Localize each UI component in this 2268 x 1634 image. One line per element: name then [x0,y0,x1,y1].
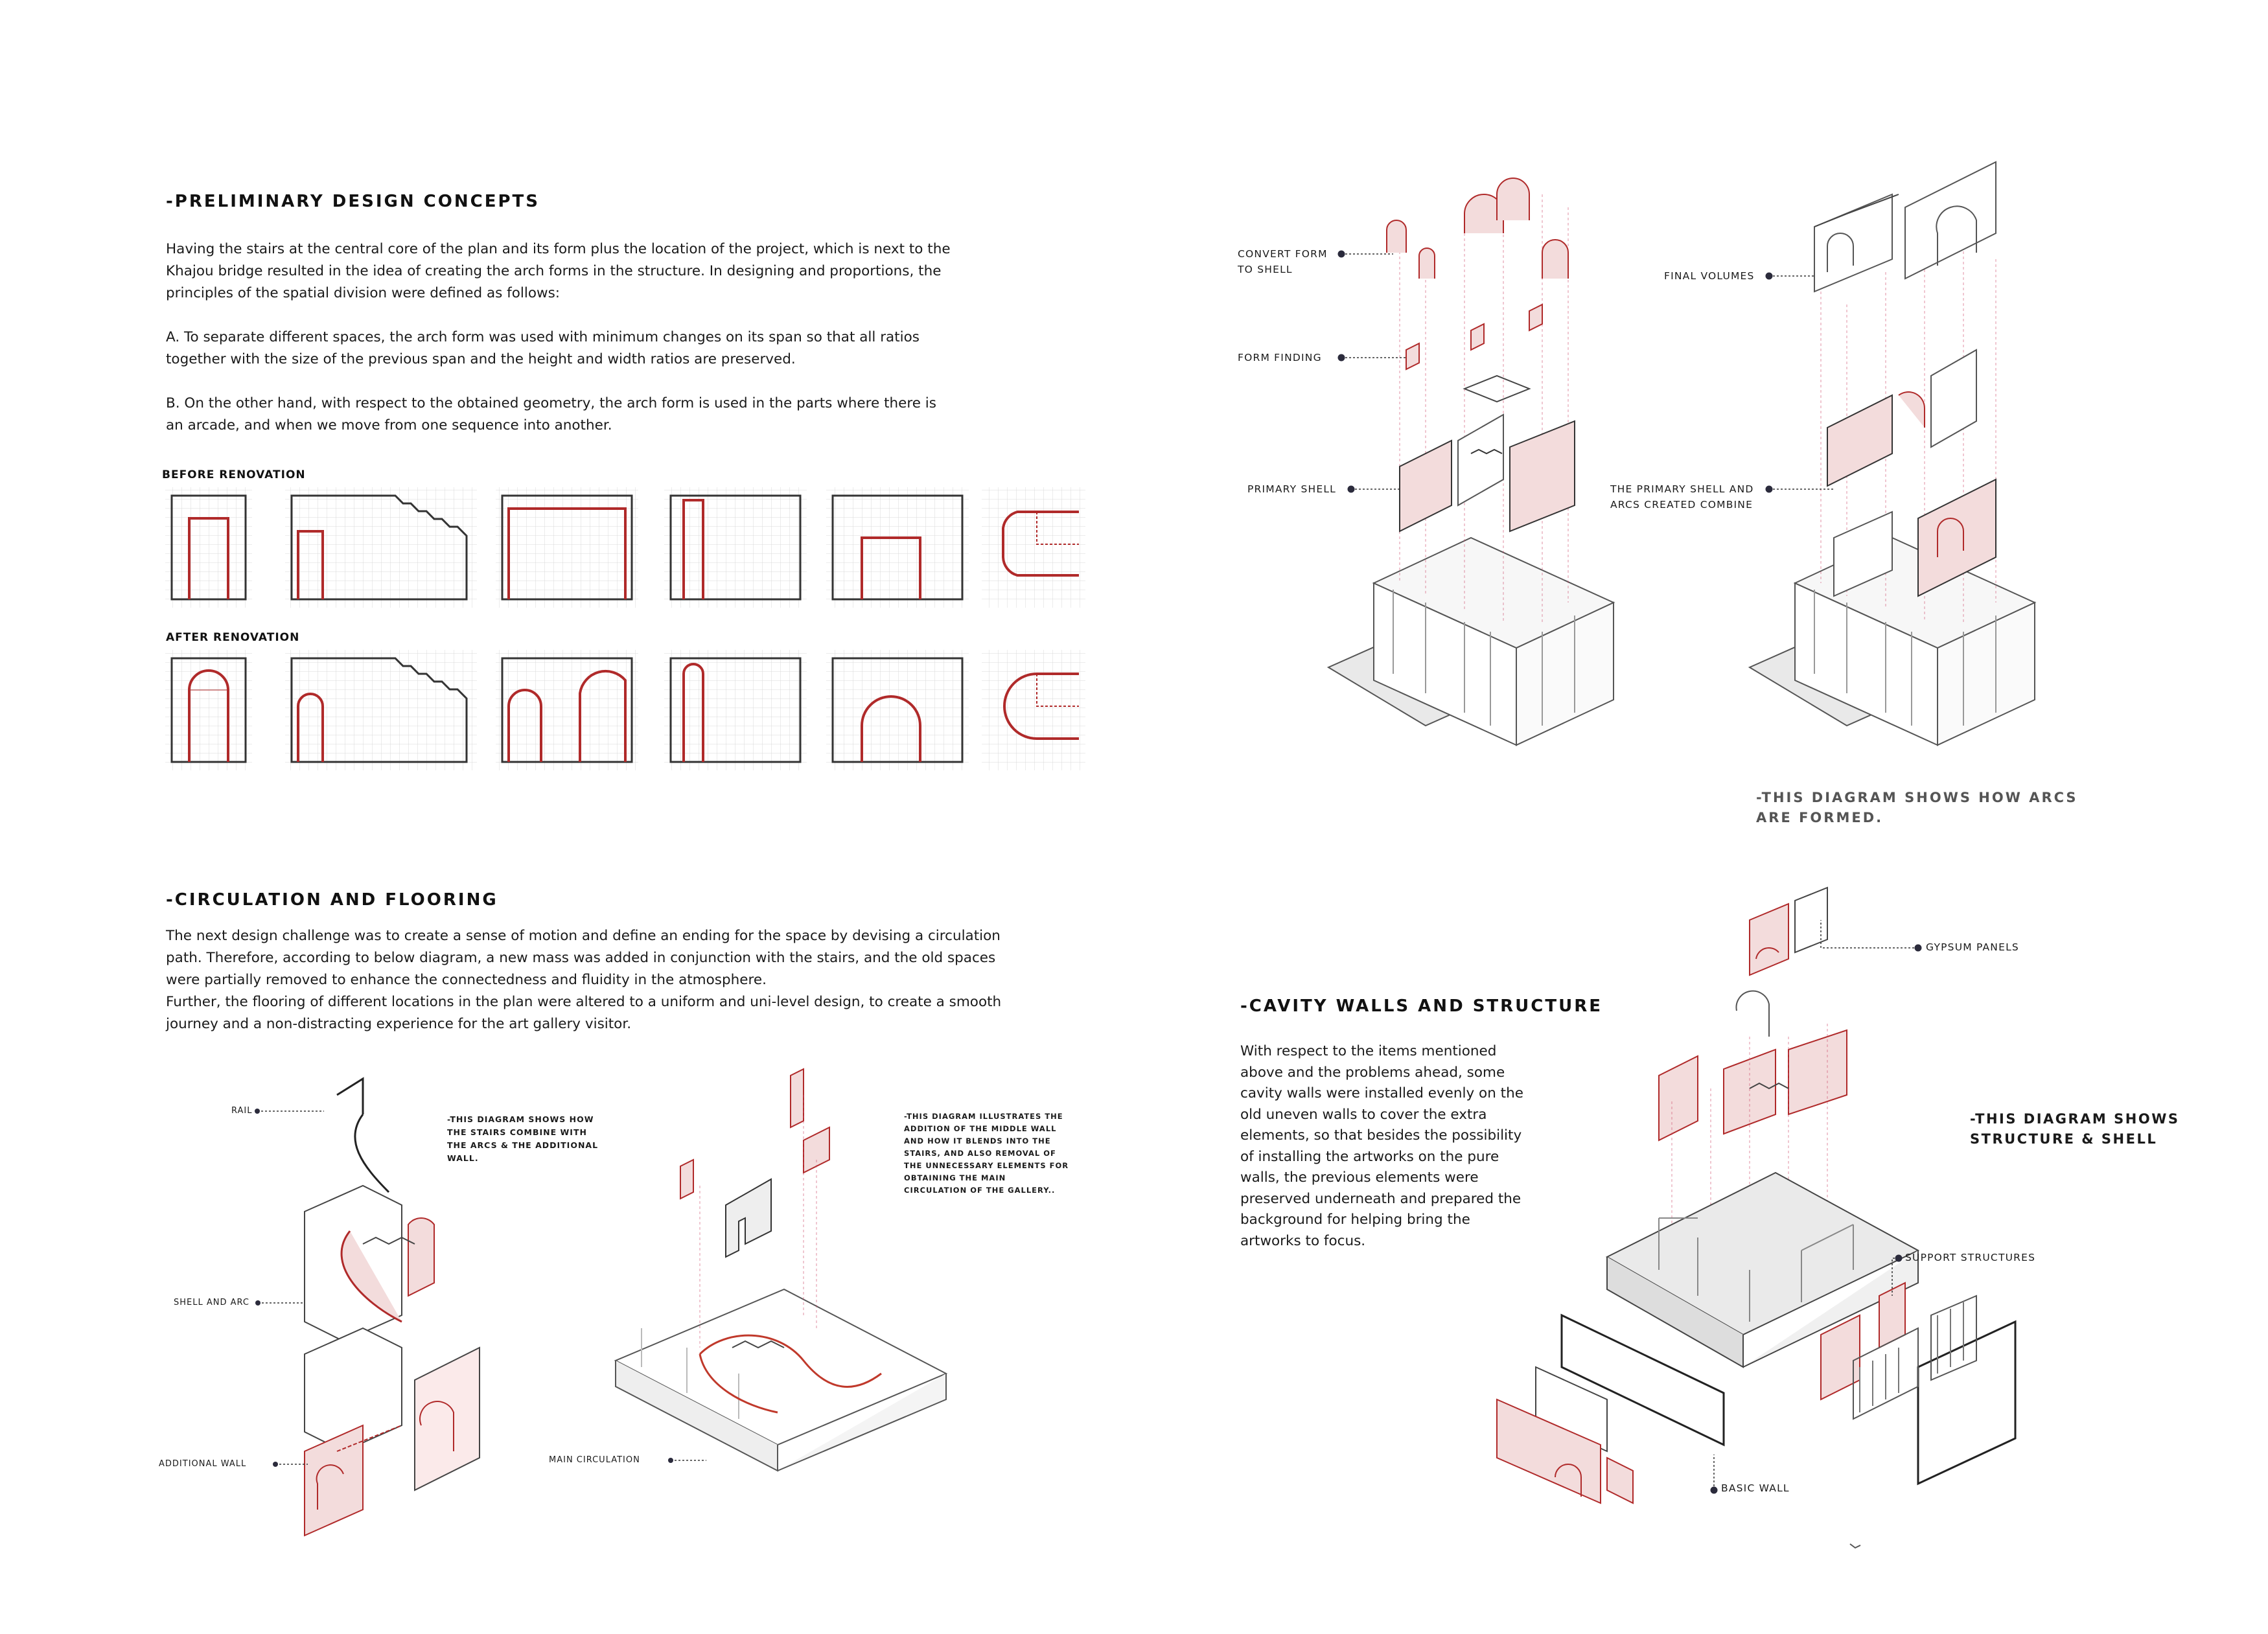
gypsum-panels-label: GYPSUM PANELS [1926,941,2019,953]
form-finding-label: FORM FINDING [1238,352,1322,363]
cavity-walls-text: With respect to the items mentioned abov… [1240,1041,1523,1252]
paragraph-line: journey and a non-distracting experience… [166,1016,632,1032]
before-renovation-label: BEFORE RENOVATION [162,468,306,481]
paragraph-line: artworks to focus. [1240,1232,1366,1249]
paragraph-line: Further, the flooring of different locat… [166,994,1002,1010]
additional-wall-label: ADDITIONAL WALL [159,1459,247,1469]
circulation-text: The next design challenge was to create … [166,925,1001,1035]
paragraph-line: A. To separate different spaces, the arc… [166,329,920,345]
paragraph-line: Khajou bridge resulted in the idea of cr… [166,263,942,279]
leader-lines [257,253,1918,1490]
rail-label: RAIL [231,1106,253,1116]
basic-wall-label: BASIC WALL [1721,1482,1790,1494]
label-line: TO SHELL [1238,264,1293,275]
paragraph-line: walls, the previous elements were [1240,1169,1479,1186]
preliminary-design-text: Having the stairs at the central core of… [166,238,951,437]
note-line: STAIRS, AND ALSO REMOVAL OF [904,1149,1056,1158]
paragraph-line: background for helping bring the [1240,1212,1470,1228]
main-circulation-label: MAIN CIRCULATION [549,1455,640,1465]
structure-shell-axo [1496,886,2017,1549]
paragraph-line: principles of the spatial division were … [166,285,561,301]
convert-form-label: CONVERT FORM TO SHELL [1238,246,1328,277]
label-line: THE PRIMARY SHELL AND [1610,483,1754,495]
note-line: ADDITION OF THE MIDDLE WALL [904,1124,1057,1133]
support-structures-label: SUPPORT STRUCTURES [1905,1252,2036,1263]
label-line: ARCS CREATED COMBINE [1610,499,1753,511]
caption-line: STRUCTURE & SHELL [1970,1131,2158,1147]
shell-and-arc-label: SHELL AND ARC [174,1298,249,1307]
stairs-diagram-note: -THIS DIAGRAM SHOWS HOW THE STAIRS COMBI… [447,1113,598,1165]
paragraph-line: above and the problems ahead, some [1240,1064,1505,1081]
middle-wall-diagram-note: -THIS DIAGRAM ILLUSTRATES THE ADDITION O… [904,1110,1069,1197]
combine-label: THE PRIMARY SHELL AND ARCS CREATED COMBI… [1610,481,1754,512]
caption-line: -THIS DIAGRAM SHOWS [1970,1111,2180,1127]
structure-diagram-caption: -THIS DIAGRAM SHOWS STRUCTURE & SHELL [1970,1109,2179,1149]
paragraph-line: The next design challenge was to create … [166,928,1001,944]
before-renovation-grids [165,487,1085,608]
arcs-diagram-caption: -THIS DIAGRAM SHOWS HOW ARCS ARE FORMED. [1756,788,2078,828]
caption-line: ARE FORMED. [1756,810,1884,825]
leader-dots [255,250,1922,1494]
note-line: THE STAIRS COMBINE WITH [447,1127,587,1137]
paragraph-line: Having the stairs at the central core of… [166,241,951,257]
note-line: WALL. [447,1153,479,1163]
paragraph-line: were partially removed to enhance the co… [166,972,767,988]
paragraph-line: elements, so that besides the possibilit… [1240,1127,1522,1144]
circulation-heading: -CIRCULATION AND FLOORING [166,890,498,910]
primary-shell-label: PRIMARY SHELL [1247,483,1336,495]
paragraph-line: of installing the artworks on the pure [1240,1148,1499,1165]
after-renovation-grids [165,650,1085,770]
preliminary-design-heading: -PRELIMINARY DESIGN CONCEPTS [166,192,540,211]
label-line: CONVERT FORM [1238,248,1328,260]
paragraph-line: old uneven walls to cover the extra [1240,1106,1487,1123]
note-line: AND HOW IT BLENDS INTO THE [904,1136,1051,1145]
paragraph-line: an arcade, and when we move from one seq… [166,417,612,433]
cavity-walls-heading: -CAVITY WALLS AND STRUCTURE [1240,996,1603,1016]
arc-formation-axo-left [1326,178,1615,746]
paragraph-line: B. On the other hand, with respect to th… [166,395,936,411]
paragraph-line: preserved underneath and prepared the [1240,1190,1522,1207]
note-line: THE ARCS & THE ADDITIONAL [447,1140,599,1150]
arc-formation-axo-right [1748,161,2037,746]
paragraph-line: With respect to the items mentioned [1240,1043,1497,1059]
paragraph-line: cavity walls were installed evenly on th… [1240,1085,1523,1101]
after-renovation-label: AFTER RENOVATION [166,631,300,644]
paragraph-line: together with the size of the previous s… [166,351,796,367]
paragraph-line: path. Therefore, according to below diag… [166,950,996,966]
final-volumes-label: FINAL VOLUMES [1664,270,1755,282]
main-circulation-axo [614,1068,948,1472]
note-line: -THIS DIAGRAM ILLUSTRATES THE [904,1112,1063,1121]
note-line: THE UNNECESSARY ELEMENTS FOR [904,1161,1069,1170]
note-line: CIRCULATION OF THE GALLERY.. [904,1186,1056,1195]
note-line: -THIS DIAGRAM SHOWS HOW [447,1114,594,1124]
caption-line: -THIS DIAGRAM SHOWS HOW ARCS [1756,790,2078,805]
stairs-exploded-axo [304,1077,480,1537]
note-line: OBTAINING THE MAIN [904,1173,1006,1182]
